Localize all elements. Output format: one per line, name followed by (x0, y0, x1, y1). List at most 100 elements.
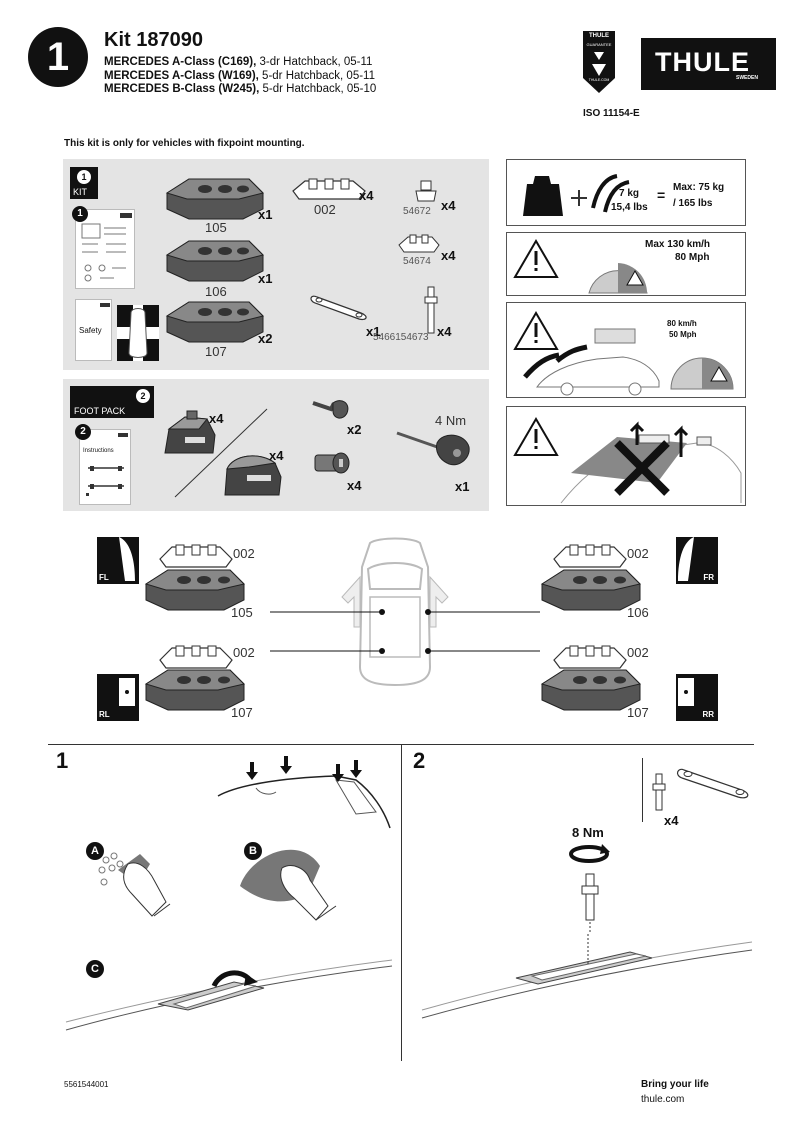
vehicle-line: MERCEDES B-Class (W245), 5-dr Hatchback,… (104, 83, 377, 95)
foot-pack-qty-2: x4 (269, 448, 284, 463)
safety-position-diagram (117, 305, 159, 361)
max-load-kg: Max: 75 kg (673, 182, 725, 193)
guarantee-badge-url: THULE.COM (588, 78, 610, 82)
position-fr-label: FR (703, 573, 714, 582)
vehicle-line: MERCEDES A-Class (C169), 3-dr Hatchback,… (104, 56, 373, 68)
plate-part (309, 291, 373, 321)
step-1c-rail-illustration (64, 958, 394, 1038)
part-num-54672: 54672 (403, 206, 431, 217)
iso-label: ISO 11154-E (583, 108, 640, 119)
step-1-number: 1 (56, 748, 69, 773)
clip-part-54674 (396, 233, 442, 255)
position-rr-label: RR (702, 710, 714, 719)
torque-key-qty: x1 (455, 479, 470, 494)
rr-pad-diagram (550, 644, 630, 672)
rr-top-label: 002 (627, 645, 649, 660)
step-1b-hand-illustration (236, 846, 346, 932)
foot-part-107 (159, 296, 269, 346)
foot-part-105 (159, 173, 269, 223)
kit-contents-panel: 1 KIT 1 Safety (63, 159, 489, 370)
foot-pack-manual-badge: 2 (75, 424, 91, 440)
fr-foot-diagram (534, 566, 646, 614)
position-rr-indicator: RR (676, 674, 718, 721)
foot-pack-foot-1 (159, 409, 219, 457)
foot-pack-label: FOOT PACK (74, 406, 126, 416)
key-qty: x2 (347, 422, 362, 437)
vehicle-list: MERCEDES A-Class (C169), 3-dr Hatchback,… (104, 56, 376, 97)
fr-bottom-label: 106 (627, 605, 649, 620)
part-num-54674: 54674 (403, 256, 431, 267)
load-warning-panel: 7 kg 15,4 lbs = Max: 75 kg / 165 lbs (506, 159, 746, 226)
rl-pad-diagram (156, 644, 236, 672)
pad-part-002 (289, 177, 369, 203)
position-rl-indicator: RL (97, 674, 139, 721)
position-fl-indicator: FL (97, 537, 139, 584)
steps-top-divider (48, 744, 754, 745)
speed-load-mph: 50 Mph (669, 330, 697, 339)
part-qty-5466154673: x4 (437, 324, 452, 339)
part-num-002: 002 (314, 202, 336, 217)
kit-label: KIT (73, 187, 88, 197)
foot-pack-label-box: 2 FOOT PACK (70, 386, 154, 418)
load-equals: = (657, 187, 666, 203)
thule-logo: THULE SWEDEN (641, 38, 776, 90)
step-1-roof-diagram (216, 752, 394, 830)
part-qty-106: x1 (258, 271, 273, 286)
part-qty-54672: x4 (441, 198, 456, 213)
guarantee-badge-top: THULE (589, 33, 609, 39)
position-fl-label: FL (99, 573, 109, 582)
bolt-part-5466154673 (423, 285, 439, 337)
speed-warning-panel: Max 130 km/h 80 Mph (506, 232, 746, 296)
fr-pad-diagram (550, 543, 630, 571)
kit-manual-badge: 1 (72, 206, 88, 222)
fl-pad-diagram (156, 543, 236, 571)
speed-max-mph: 80 Mph (675, 252, 710, 263)
rl-foot-diagram (138, 666, 250, 714)
footer-url[interactable]: thule.com (641, 1094, 685, 1105)
fl-foot-diagram (138, 566, 250, 614)
foot-pack-manual: Instructions 2 (75, 424, 131, 505)
foot-pack-qty-1: x4 (209, 411, 224, 426)
fl-top-label: 002 (233, 546, 255, 561)
thule-logo-sub: SWEDEN (736, 75, 758, 81)
torque-key-label: 4 Nm (435, 413, 467, 428)
rl-top-label: 002 (233, 645, 255, 660)
foot-pack-foot-2 (219, 447, 285, 499)
no-load-on-roof-panel (506, 406, 746, 506)
footer-tagline: Bring your life (641, 1079, 709, 1090)
part-num-5466154673: 5466154673 (373, 332, 429, 343)
step-1a-badge: A (86, 842, 104, 860)
part-num-105: 105 (205, 220, 227, 235)
key-part (311, 397, 351, 425)
kit-manual: 1 (72, 206, 135, 289)
part-qty-105: x1 (258, 207, 273, 222)
step-2-torque: 8 Nm (572, 825, 604, 840)
speed-max-kmh: Max 130 km/h (645, 239, 711, 250)
thule-logo-text: THULE (655, 47, 750, 77)
rl-bottom-label: 107 (231, 705, 253, 720)
fl-bottom-label: 105 (231, 605, 253, 620)
foot-pack-manual-title: Instructions (83, 448, 114, 454)
kit-num-badge: 1 (77, 170, 91, 184)
step-2-bolt-install (578, 872, 602, 932)
foot-pack-num-badge: 2 (136, 389, 150, 403)
lock-cylinder-part (313, 449, 351, 477)
rr-foot-diagram (534, 666, 646, 714)
kit-title: Kit 187090 (104, 29, 203, 51)
guarantee-badge: THULE GUARANTEE THULE.COM (582, 30, 616, 94)
step-1c-badge: C (86, 960, 104, 978)
step-2-rail-illustration (420, 934, 754, 1024)
part-num-106: 106 (205, 284, 227, 299)
step-badge-number: 1 (46, 35, 70, 79)
part-qty-plate: x1 (366, 324, 381, 339)
load-lbs: 15,4 lbs (611, 202, 648, 213)
steps-vertical-divider (401, 745, 402, 1061)
kit-label-box: 1 KIT (70, 167, 98, 199)
step-2-bolt-part (650, 772, 668, 812)
guarantee-badge-mid: GUARANTEE (586, 42, 612, 47)
step-1b-badge: B (244, 842, 262, 860)
nut-part-54672 (414, 179, 438, 205)
foot-pack-panel: 2 FOOT PACK Instructions 2 x4 x4 (63, 379, 489, 511)
position-rl-label: RL (99, 710, 110, 719)
lock-cylinder-qty: x4 (347, 478, 362, 493)
